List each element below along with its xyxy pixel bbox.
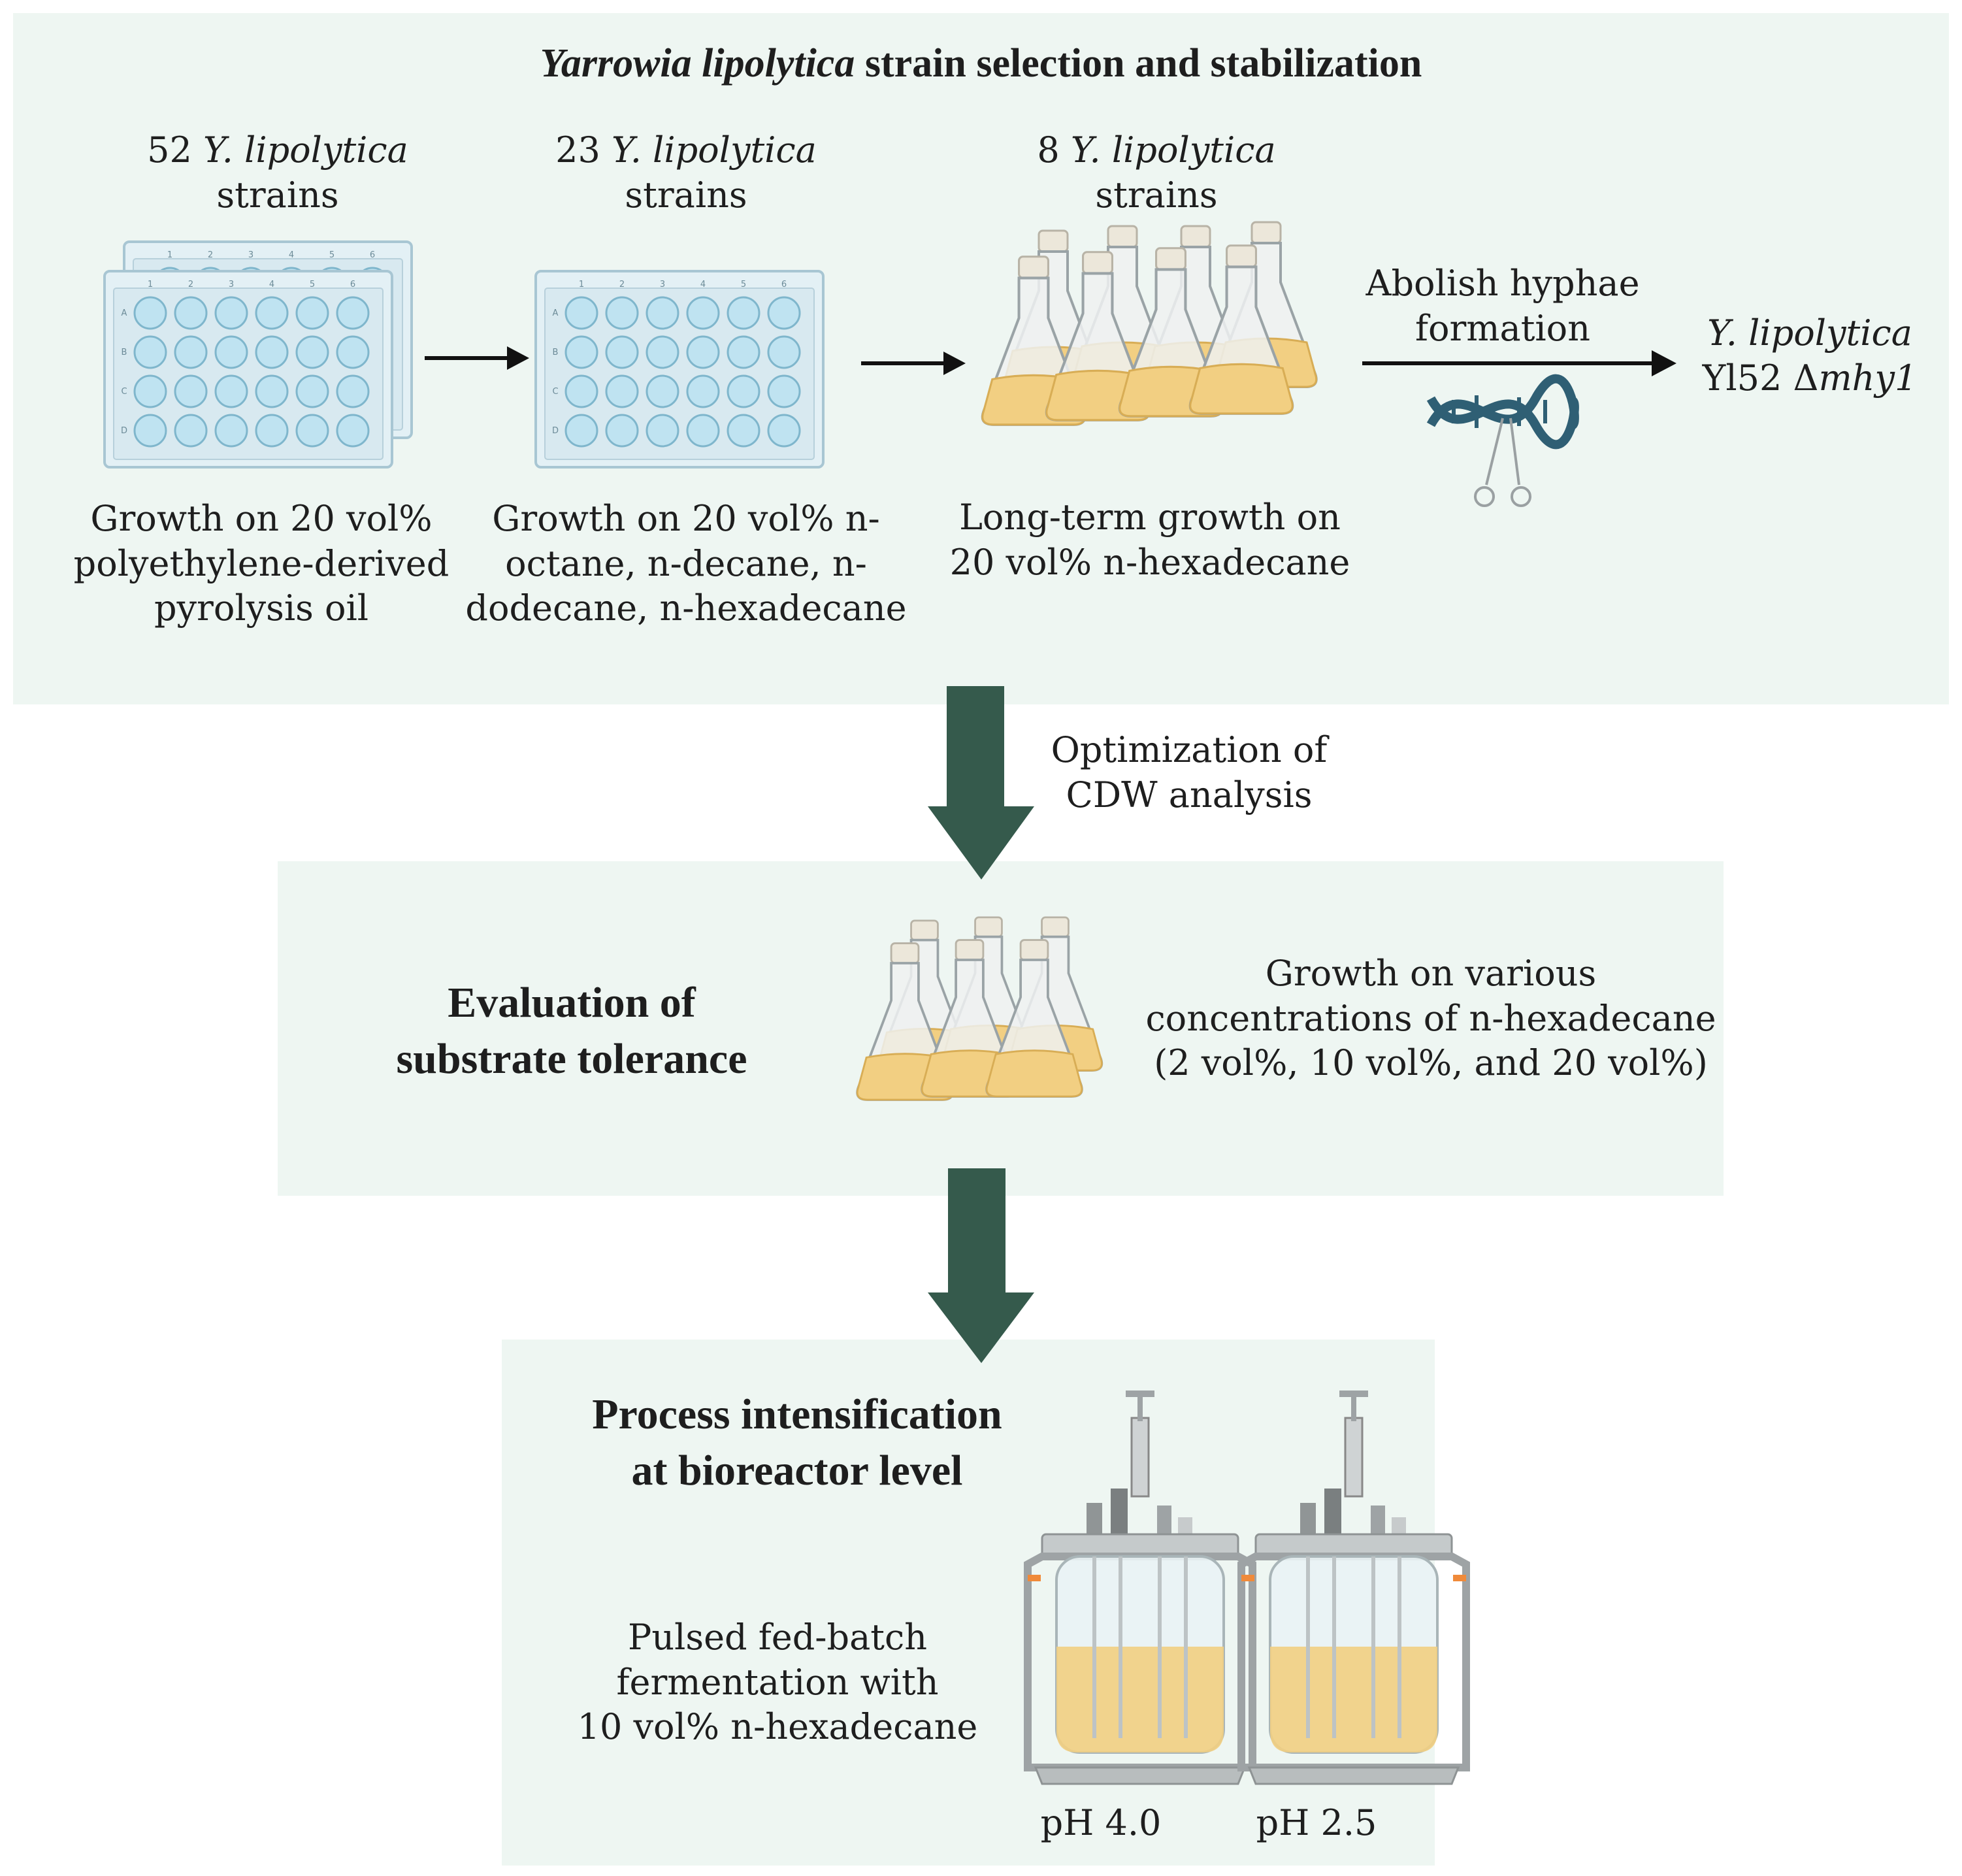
dna-scissors-icon (1426, 374, 1579, 507)
step1-header: 52 Y. lipolytica strains (98, 128, 457, 218)
step1-header-line1: 52 Y. lipolytica (98, 128, 457, 173)
step3-header-line1: 8 Y. lipolytica (977, 128, 1336, 173)
step1-desc-line3: pyrolysis oil (154, 587, 369, 629)
step1-desc-line2: polyethylene-derived (73, 542, 450, 584)
flask-group-icon (983, 221, 1318, 425)
well-plate-stack-icon (103, 240, 413, 469)
step1-unit: strains (216, 174, 339, 216)
fedbatch-desc-line3: 10 vol% n-hexadecane (577, 1706, 978, 1748)
hyphae-label-line2: formation (1415, 307, 1590, 349)
big-down-arrow-2 (928, 1168, 1034, 1363)
panel1-title: Yarrowia lipolytica strain selection and… (13, 38, 1949, 90)
panel1-title-species: Yarrowia lipolytica (540, 41, 855, 86)
reactor1-ph-label: pH 4.0 (1040, 1802, 1162, 1843)
flask-group-small-icon (856, 915, 1104, 1101)
cdw-optimization-label: Optimization of CDW analysis (1019, 728, 1359, 817)
step-arrow-2 (861, 352, 966, 375)
result-strain: Y. lipolytica Yl52 Δmhy1 (1673, 311, 1947, 401)
step2-unit: strains (625, 174, 747, 216)
fedbatch-desc-line2: fermentation with (616, 1661, 939, 1703)
tolerance-title-line1: Evaluation of (448, 979, 696, 1027)
step3-description: Long-term growth on 20 vol% n-hexadecane (941, 495, 1359, 585)
well-plate-icon (534, 270, 825, 469)
step1-description: Growth on 20 vol% polyethylene-derived p… (65, 497, 457, 631)
panel1-title-rest: strain selection and stabilization (855, 41, 1422, 86)
bioreactor-title-line1: Process intensification (592, 1391, 1002, 1438)
cdw-label-line2: CDW analysis (1066, 774, 1313, 815)
tolerance-title-line2: substrate tolerance (396, 1034, 747, 1083)
step3-header: 8 Y. lipolytica strains (977, 128, 1336, 218)
step-arrow-1 (425, 346, 529, 370)
result-species-text: Y. lipolytica (1707, 312, 1912, 354)
big-down-arrow-1 (928, 686, 1034, 880)
step3-unit: strains (1095, 174, 1218, 216)
step2-header: 23 Y. lipolytica strains (506, 128, 866, 218)
result-strain-text: Yl52 Δ (1702, 357, 1819, 399)
tolerance-description: Growth on various concentrations of n-he… (1137, 951, 1725, 1086)
bioreactor-ph4-icon (1028, 1391, 1252, 1784)
fedbatch-description: Pulsed fed-batch fermentation with 10 vo… (562, 1615, 993, 1750)
result-gene: mhy1 (1818, 357, 1918, 399)
step1-desc-line1: Growth on 20 vol% (90, 498, 433, 539)
tolerance-title: Evaluation of substrate tolerance (353, 975, 791, 1087)
step2-header-line1: 23 Y. lipolytica (506, 128, 866, 173)
step2-species: Y. lipolytica (612, 129, 817, 171)
tolerance-desc-line1: Growth on various (1265, 953, 1597, 994)
step3-species: Y. lipolytica (1070, 129, 1276, 171)
step2-count: 23 (555, 129, 600, 171)
bioreactor-title: Process intensification at bioreactor le… (549, 1387, 1045, 1499)
tolerance-desc-line3: (2 vol%, 10 vol%, and 20 vol%) (1154, 1042, 1708, 1084)
hyphae-label-line1: Abolish hyphae (1365, 263, 1640, 304)
result-strain-line: Yl52 Δmhy1 (1673, 356, 1947, 401)
bioreactor-ph25-icon (1241, 1391, 1466, 1784)
tolerance-desc-line2: concentrations of n-hexadecane (1145, 997, 1716, 1039)
hyphae-step-label: Abolish hyphae formation (1333, 261, 1673, 351)
step-arrow-3 (1362, 350, 1676, 376)
fedbatch-desc-line1: Pulsed fed-batch (627, 1617, 928, 1658)
step3-desc-line1: Long-term growth on (959, 497, 1341, 538)
reactor2-ph-label: pH 2.5 (1256, 1802, 1377, 1843)
step1-species: Y. lipolytica (203, 129, 408, 171)
cdw-label-line1: Optimization of (1051, 729, 1328, 770)
bioreactor-title-line2: at bioreactor level (631, 1446, 963, 1494)
step3-count: 8 (1037, 129, 1060, 171)
step3-desc-line2: 20 vol% n-hexadecane (949, 541, 1350, 583)
step1-count: 52 (147, 129, 192, 171)
step2-desc-line3: dodecane, n-hexadecane (465, 587, 907, 629)
step2-desc-line1: Growth on 20 vol% n- (492, 498, 880, 539)
step2-desc-line2: octane, n-decane, n- (505, 542, 867, 584)
step2-description: Growth on 20 vol% n- octane, n-decane, n… (464, 497, 908, 631)
result-species: Y. lipolytica (1673, 311, 1947, 356)
